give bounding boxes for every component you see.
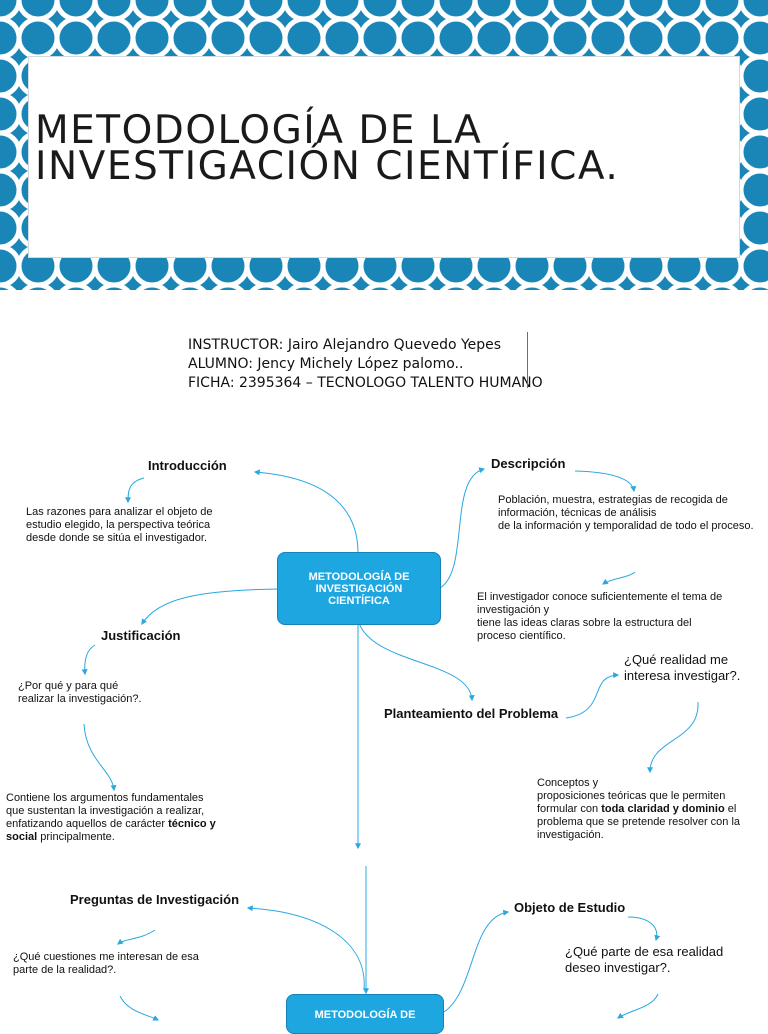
descripcion-text2-line4: proceso científico. bbox=[477, 630, 722, 643]
center-node-2-line1: METODOLOGÍA DE bbox=[315, 1009, 416, 1021]
preguntas-text-line1: ¿Qué cuestiones me interesan de esa bbox=[13, 951, 199, 964]
introduccion-text-line1: Las razones para analizar el objeto de bbox=[26, 506, 213, 519]
planteamiento-text-line5: investigación. bbox=[537, 829, 740, 842]
planteamiento-question-line1: ¿Qué realidad me bbox=[624, 652, 740, 668]
planteamiento-text-line3c: el bbox=[725, 803, 737, 815]
planteamiento-text-line4: problema que se pretende resolver con la bbox=[537, 816, 740, 829]
center-node-line1: METODOLOGÍA DE bbox=[309, 571, 410, 583]
justificacion-text: Contiene los argumentos fundamentales qu… bbox=[6, 792, 216, 844]
justificacion-text-line3b: técnico y bbox=[168, 818, 216, 830]
introduccion-text: Las razones para analizar el objeto de e… bbox=[26, 506, 213, 545]
introduccion-heading: Introducción bbox=[148, 458, 227, 473]
planteamiento-question: ¿Qué realidad me interesa investigar?. bbox=[624, 652, 740, 684]
justificacion-text-line2: que sustentan la investigación a realiza… bbox=[6, 805, 216, 818]
justificacion-question-line2: realizar la investigación?. bbox=[18, 693, 142, 706]
descripcion-text-line2: información, técnicas de análisis bbox=[498, 507, 754, 520]
justificacion-question: ¿Por qué y para qué realizar la investig… bbox=[18, 680, 142, 706]
justificacion-text-line4b: principalmente. bbox=[37, 831, 115, 843]
descripcion-text-line1: Población, muestra, estrategias de recog… bbox=[498, 494, 754, 507]
justificacion-text-line4: social principalmente. bbox=[6, 831, 216, 844]
planteamiento-question-line2: interesa investigar?. bbox=[624, 668, 740, 684]
objeto-question: ¿Qué parte de esa realidad deseo investi… bbox=[565, 944, 723, 976]
planteamiento-text: Conceptos y proposiciones teóricas que l… bbox=[537, 777, 740, 842]
descripcion-text-2: El investigador conoce suficientemente e… bbox=[477, 591, 722, 643]
descripcion-text: Población, muestra, estrategias de recog… bbox=[498, 494, 754, 533]
justificacion-text-line1: Contiene los argumentos fundamentales bbox=[6, 792, 216, 805]
descripcion-text2-line2: investigación y bbox=[477, 604, 722, 617]
objeto-heading: Objeto de Estudio bbox=[514, 900, 625, 915]
preguntas-text-line2: parte de la realidad?. bbox=[13, 964, 199, 977]
center-node-metodologia-2: METODOLOGÍA DE bbox=[286, 994, 444, 1034]
justificacion-heading: Justificación bbox=[101, 628, 180, 643]
introduccion-text-line2: estudio elegido, la perspectiva teórica bbox=[26, 519, 213, 532]
descripcion-text-line3: de la información y temporalidad de todo… bbox=[498, 520, 754, 533]
planteamiento-text-line3a: formular con bbox=[537, 803, 601, 815]
planteamiento-text-line3: formular con toda claridad y dominio el bbox=[537, 803, 740, 816]
descripcion-text2-line1: El investigador conoce suficientemente e… bbox=[477, 591, 722, 604]
justificacion-text-line3: enfatizando aquellos de carácter técnico… bbox=[6, 818, 216, 831]
descripcion-text2-line3: tiene las ideas claras sobre la estructu… bbox=[477, 617, 722, 630]
descripcion-heading: Descripción bbox=[491, 456, 565, 471]
planteamiento-text-line2: proposiciones teóricas que le permiten bbox=[537, 790, 740, 803]
planteamiento-heading: Planteamiento del Problema bbox=[384, 706, 558, 721]
objeto-question-line2: deseo investigar?. bbox=[565, 960, 723, 976]
justificacion-text-line3a: enfatizando aquellos de carácter bbox=[6, 818, 168, 830]
center-node-line3: CIENTÍFICA bbox=[309, 595, 410, 607]
planteamiento-text-line1: Conceptos y bbox=[537, 777, 740, 790]
objeto-question-line1: ¿Qué parte de esa realidad bbox=[565, 944, 723, 960]
justificacion-question-line1: ¿Por qué y para qué bbox=[18, 680, 142, 693]
justificacion-text-line4a: social bbox=[6, 831, 37, 843]
planteamiento-text-line3b: toda claridad y dominio bbox=[601, 803, 724, 815]
preguntas-text: ¿Qué cuestiones me interesan de esa part… bbox=[13, 951, 199, 977]
center-node-metodologia: METODOLOGÍA DE INVESTIGACIÓN CIENTÍFICA bbox=[277, 552, 441, 625]
introduccion-text-line3: desde donde se sitúa el investigador. bbox=[26, 532, 213, 545]
center-node-line2: INVESTIGACIÓN bbox=[309, 583, 410, 595]
preguntas-heading: Preguntas de Investigación bbox=[70, 892, 239, 907]
